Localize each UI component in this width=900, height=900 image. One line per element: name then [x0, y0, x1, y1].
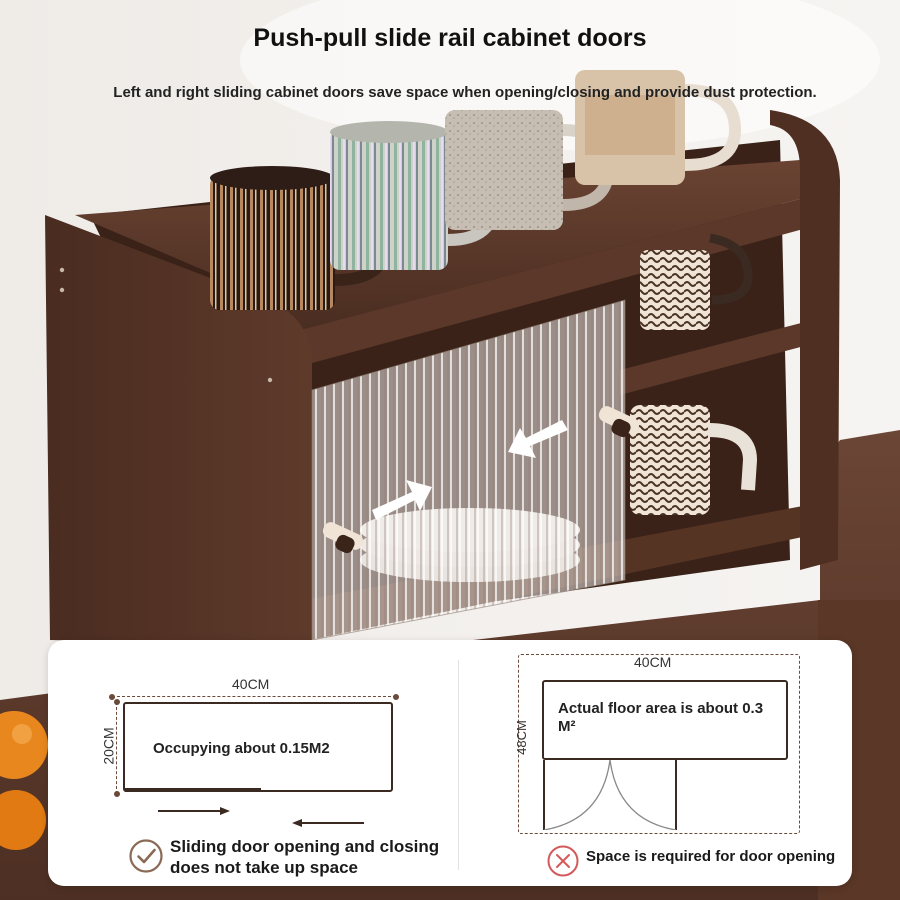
cross-circle-icon: [547, 845, 579, 877]
panel-divider: [458, 660, 459, 870]
swing-caption: Space is required for door opening: [586, 848, 836, 865]
swing-area-label: Actual floor area is about 0.3 M²: [558, 700, 764, 735]
page-subtitle: Left and right sliding cabinet doors sav…: [113, 84, 817, 101]
sliding-width-dimension-line: [109, 694, 399, 700]
sliding-rail: [125, 788, 261, 792]
sliding-area-label: Occupying about 0.15M2: [153, 740, 330, 757]
comparison-panel: 40CM 20CM Occupying about 0.15M2 Sliding…: [48, 640, 852, 886]
sliding-caption: Sliding door opening and closing does no…: [170, 836, 460, 878]
sliding-caption-line-1: Sliding door opening and closing: [170, 837, 440, 856]
sliding-caption-line-2: does not take up space: [170, 858, 358, 877]
page-title: Push-pull slide rail cabinet doors: [253, 24, 647, 52]
swing-height-label: 48CM: [513, 720, 529, 755]
sliding-height-label: 20CM: [100, 727, 117, 765]
swing-cabinet-box: Actual floor area is about 0.3 M²: [542, 680, 788, 760]
arrow-right-icon: [158, 807, 230, 815]
sliding-height-dimension-line: [114, 699, 120, 797]
sliding-width-label: 40CM: [232, 676, 270, 692]
swing-width-label: 40CM: [634, 654, 672, 670]
arrow-left-icon: [292, 819, 364, 827]
check-circle-icon: [129, 839, 163, 873]
swing-footprint-outline: [518, 654, 800, 834]
door-swing-arcs: [543, 760, 677, 830]
sliding-footprint-box: Occupying about 0.15M2: [123, 702, 393, 792]
